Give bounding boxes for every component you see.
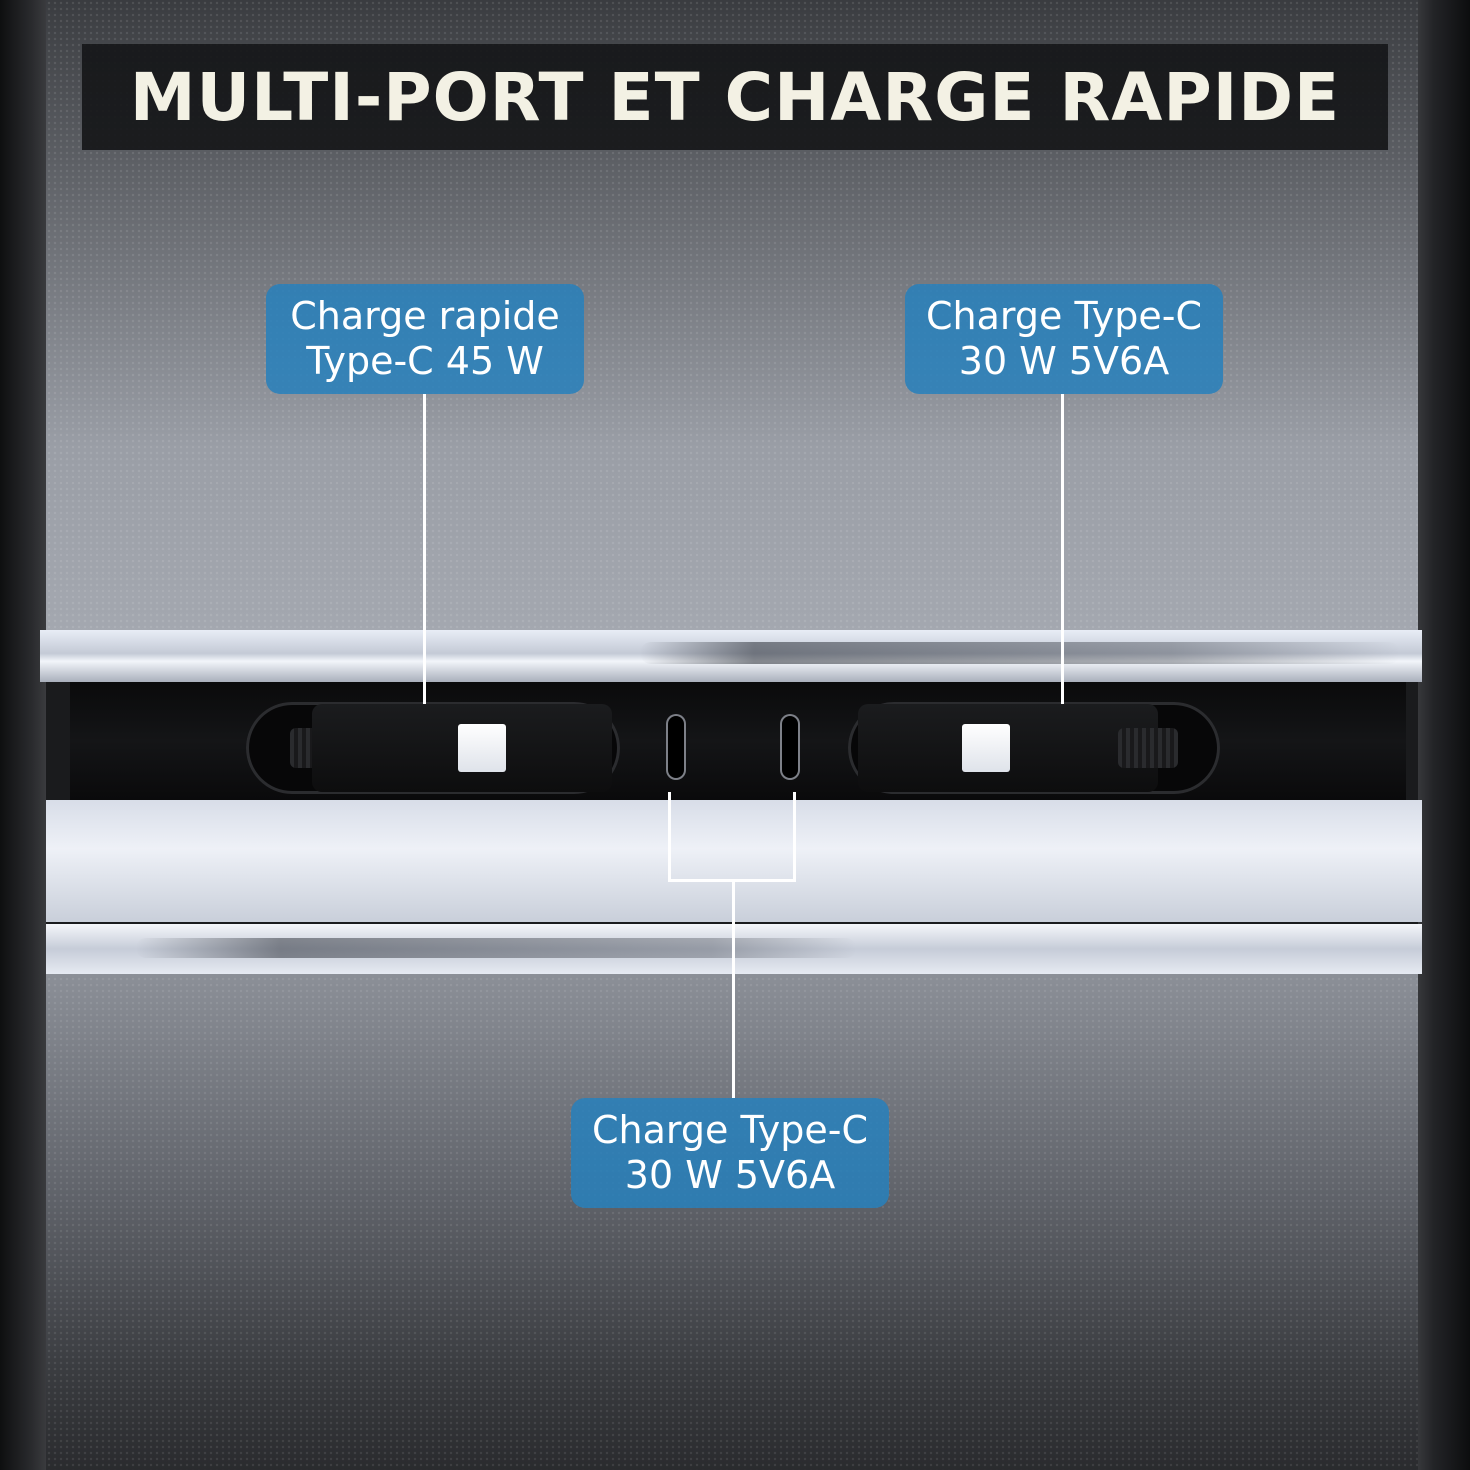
usbc-port-2[interactable] <box>782 716 798 778</box>
console-frame-right <box>1418 0 1470 1470</box>
title-banner: MULTI-PORT ET CHARGE RAPIDE <box>82 44 1388 150</box>
console-frame-left <box>0 0 46 1470</box>
callout-right-line2: 30 W 5V6A <box>958 339 1170 383</box>
leader-line-right <box>1061 394 1064 704</box>
callout-type-c-30w-bottom: Charge Type-C 30 W 5V6A <box>571 1098 889 1208</box>
callout-fast-charge-45w: Charge rapide Type-C 45 W <box>266 284 584 394</box>
page-title: MULTI-PORT ET CHARGE RAPIDE <box>129 58 1341 136</box>
callout-left-line2: Type-C 45 W <box>306 339 544 383</box>
right-cable-strap[interactable] <box>1118 728 1178 768</box>
chrome-trim-top <box>40 630 1422 682</box>
bracket-right-arm <box>793 792 796 882</box>
callout-bottom-line1: Charge Type-C <box>592 1108 868 1152</box>
callout-left-line1: Charge rapide <box>290 294 560 338</box>
leader-line-bottom <box>732 880 735 1098</box>
left-usbc-plug[interactable] <box>458 724 506 772</box>
callout-type-c-30w-right: Charge Type-C 30 W 5V6A <box>905 284 1223 394</box>
right-usbc-plug[interactable] <box>962 724 1010 772</box>
leader-line-left <box>423 394 426 704</box>
callout-bottom-line2: 30 W 5V6A <box>624 1153 836 1197</box>
callout-right-line1: Charge Type-C <box>926 294 1202 338</box>
bracket-left-arm <box>668 792 671 882</box>
usbc-port-1[interactable] <box>668 716 684 778</box>
